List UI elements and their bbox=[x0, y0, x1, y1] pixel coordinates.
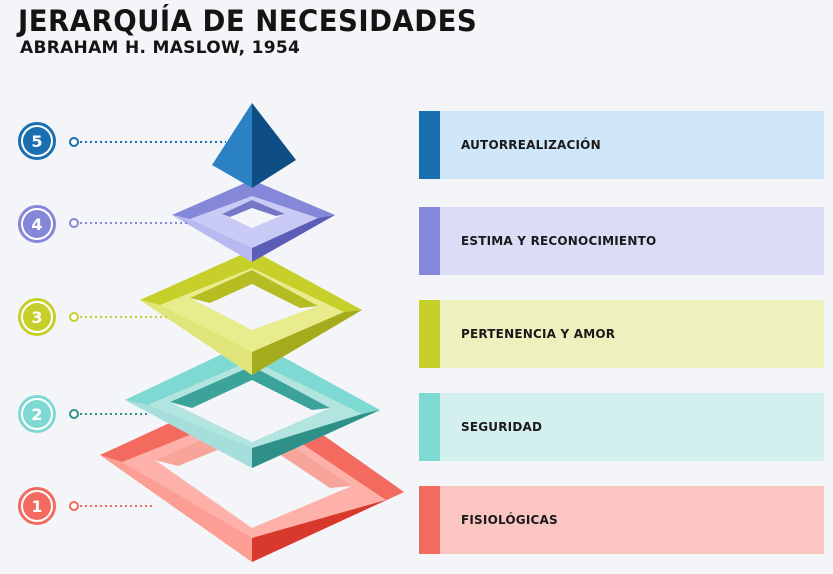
level-bar-2-accent bbox=[419, 393, 440, 461]
level-number-5-text: 5 bbox=[23, 127, 51, 155]
page-title: JERARQUÍA DE NECESIDADES bbox=[18, 4, 478, 38]
level-bar-3-fill: PERTENENCIA Y AMOR bbox=[440, 300, 824, 368]
level-number-2-text: 2 bbox=[23, 400, 51, 428]
level-label-2: SEGURIDAD bbox=[461, 420, 543, 434]
pyramid-level-2 bbox=[125, 340, 380, 468]
level-bar-1: FISIOLÓGICAS bbox=[419, 486, 824, 554]
level-bar-4-fill: ESTIMA Y RECONOCIMIENTO bbox=[440, 207, 824, 275]
level-bar-5-fill: AUTORREALIZACIÓN bbox=[440, 111, 824, 179]
level-bar-3: PERTENENCIA Y AMOR bbox=[419, 300, 824, 368]
level-number-5: 5 bbox=[18, 122, 56, 160]
connector-4 bbox=[69, 218, 190, 228]
level-bar-2: SEGURIDAD bbox=[419, 393, 824, 461]
level-bar-2-fill: SEGURIDAD bbox=[440, 393, 824, 461]
level-bar-4-accent bbox=[419, 207, 440, 275]
connector-2 bbox=[69, 409, 150, 419]
level-number-4: 4 bbox=[18, 205, 56, 243]
pyramid-level-1 bbox=[100, 385, 404, 562]
level-bar-3-accent bbox=[419, 300, 440, 368]
level-bar-5-accent bbox=[419, 111, 440, 179]
pyramid-level-3 bbox=[140, 250, 362, 375]
level-number-4-text: 4 bbox=[23, 210, 51, 238]
level-bar-4: ESTIMA Y RECONOCIMIENTO bbox=[419, 207, 824, 275]
pyramid-level-4 bbox=[172, 180, 335, 262]
page-subtitle: ABRAHAM H. MASLOW, 1954 bbox=[20, 38, 301, 58]
connector-3 bbox=[69, 312, 170, 322]
pyramid-level-5 bbox=[212, 103, 296, 188]
level-number-2: 2 bbox=[18, 395, 56, 433]
connector-5 bbox=[69, 137, 226, 147]
level-label-1: FISIOLÓGICAS bbox=[461, 513, 558, 527]
connector-1 bbox=[69, 501, 152, 511]
level-bar-1-accent bbox=[419, 486, 440, 554]
level-label-4: ESTIMA Y RECONOCIMIENTO bbox=[461, 234, 657, 248]
level-number-3-text: 3 bbox=[23, 303, 51, 331]
level-number-3: 3 bbox=[18, 298, 56, 336]
level-label-3: PERTENENCIA Y AMOR bbox=[461, 327, 616, 341]
level-number-1: 1 bbox=[18, 487, 56, 525]
level-bar-1-fill: FISIOLÓGICAS bbox=[440, 486, 824, 554]
level-number-1-text: 1 bbox=[23, 492, 51, 520]
level-bar-5: AUTORREALIZACIÓN bbox=[419, 111, 824, 179]
level-label-5: AUTORREALIZACIÓN bbox=[461, 138, 601, 152]
